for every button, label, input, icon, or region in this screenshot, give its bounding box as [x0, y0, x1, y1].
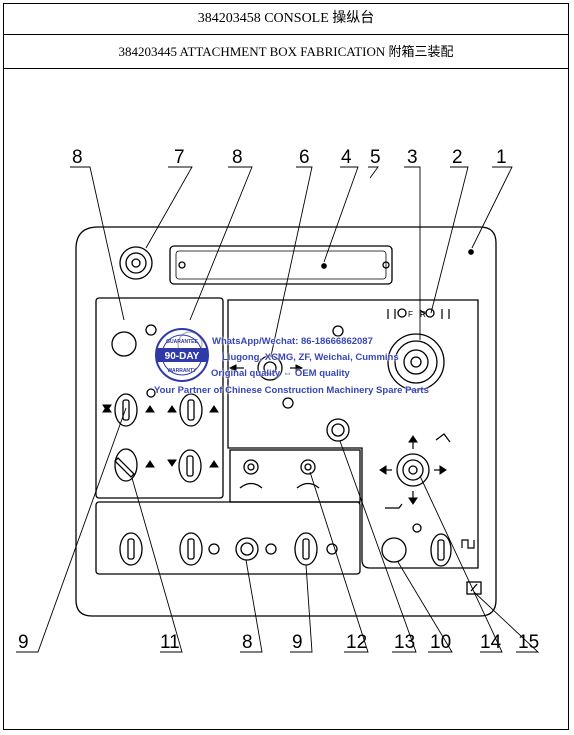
- drawing-subtitle: 384203445 ATTACHMENT BOX FABRICATION 附箱三…: [3, 35, 569, 69]
- console-plate: [75, 226, 497, 617]
- callout-13: 13: [394, 632, 415, 653]
- connector-socket: [119, 246, 153, 280]
- reverse-label: R: [420, 310, 426, 319]
- watermark-line-1: WhatsApp/Wechat: 86-18666862087: [212, 336, 373, 347]
- forward-label: F: [408, 310, 413, 319]
- display-slot: [169, 245, 393, 285]
- drawing-title: 384203458 CONSOLE 操纵台: [3, 3, 569, 35]
- callout-15: 15: [518, 632, 539, 653]
- joystick-small: [257, 355, 283, 381]
- callout-10: 10: [430, 632, 451, 653]
- callout-11: 11: [160, 632, 180, 653]
- left-switch-panel: [95, 297, 224, 499]
- callout-3: 3: [407, 147, 418, 168]
- seal-top: GUARANTEE: [166, 339, 198, 345]
- bottom-switch-panel: [95, 501, 361, 575]
- callout-9a: 9: [18, 632, 29, 653]
- watermark-line-3: Original quality ⇔ OEM quality: [211, 368, 350, 379]
- callout-5: 5: [370, 147, 381, 168]
- leader-lines: [16, 166, 540, 653]
- callout-14: 14: [480, 632, 502, 653]
- joystick-direction: [396, 453, 430, 487]
- watermark-line-4: Your Partner of Chinese Construction Mac…: [154, 385, 429, 396]
- callout-1: 1: [496, 147, 507, 168]
- callout-7: 7: [174, 147, 185, 168]
- seal-bottom: WARRANTY: [168, 368, 198, 374]
- warranty-seal: 90-DAY GUARANTEE WARRANTY: [155, 328, 209, 382]
- right-control-panel: [227, 299, 479, 569]
- callout-2: 2: [452, 147, 463, 168]
- callout-8c: 8: [242, 632, 253, 653]
- callout-12: 12: [346, 632, 367, 653]
- drawing-frame: [3, 3, 569, 730]
- callout-8a: 8: [72, 147, 83, 168]
- callouts-bottom: 9 11 8 9 12 13 10 14 15: [18, 632, 539, 653]
- joystick-large: [387, 333, 445, 391]
- callouts-top: 8 7 8 6 4 5 3 2 1: [72, 147, 507, 168]
- callout-6: 6: [299, 147, 310, 168]
- middle-panel: [229, 449, 361, 503]
- callout-9b: 9: [292, 632, 303, 653]
- callout-4: 4: [341, 147, 352, 168]
- callout-8b: 8: [232, 147, 243, 168]
- seal-mid: 90-DAY: [165, 351, 200, 362]
- watermark-line-2: Liugong, XCMG, ZF, Weichai, Cummins: [222, 352, 399, 363]
